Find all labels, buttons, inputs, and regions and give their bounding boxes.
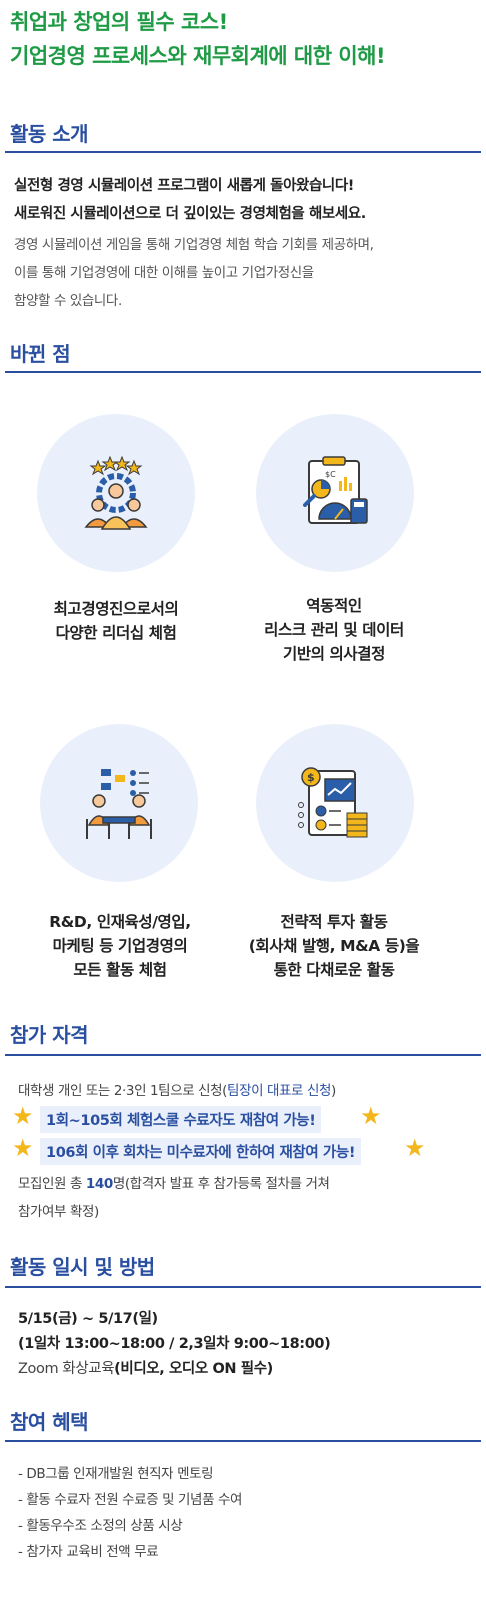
- team-leader-note: 팀장이 대표로 신청: [227, 1083, 331, 1099]
- schedule-time: (1일차 13:00~18:00 / 2,3일차 9:00~18:00): [18, 1336, 331, 1352]
- section-title-benefits: 참여 혜택: [10, 1410, 89, 1434]
- eligibility-line-1: 대학생 개인 또는 2·3인 1팀으로 신청(팀장이 대표로 신청): [18, 1083, 336, 1099]
- feature-line: 역동적인: [306, 597, 362, 615]
- section-title-changes: 바뀐 점: [10, 342, 71, 366]
- feature-line: R&D, 인재육성/영입,: [49, 913, 191, 931]
- svg-text:$: $: [307, 771, 315, 784]
- star-icon: ★: [404, 1134, 426, 1162]
- star-icon: ★: [12, 1134, 34, 1162]
- star-icon: ★: [360, 1102, 382, 1130]
- feature-circle-investment: $: [256, 724, 414, 882]
- headline-line-2: 기업경영 프로세스와 재무회계에 대한 이해!: [10, 44, 386, 68]
- feature-line: 최고경영진으로서의: [53, 600, 179, 618]
- schedule-method: Zoom 화상교육(비디오, 오디오 ON 필수): [18, 1361, 273, 1377]
- feature-line: 모든 활동 체험: [73, 961, 167, 979]
- star-icon: ★: [12, 1102, 34, 1130]
- feature-text-activities: R&D, 인재육성/영입, 마케팅 등 기업경영의 모든 활동 체험: [5, 910, 235, 982]
- benefit-item: - DB그룹 인재개발원 현직자 멘토링: [18, 1466, 214, 1482]
- feature-circle-leadership: [37, 414, 195, 572]
- eligibility-line-4: 모집인원 총 140명(합격자 발표 후 참가등록 절차를 거쳐: [18, 1176, 330, 1192]
- schedule-date: 5/15(금) ~ 5/17(일): [18, 1311, 158, 1327]
- intro-bold-2: 새로워진 시뮬레이션으로 더 깊이있는 경영체험을 해보세요.: [14, 206, 366, 222]
- leadership-team-icon: [84, 455, 148, 530]
- section-title-schedule: 활동 일시 및 방법: [10, 1255, 155, 1279]
- feature-circle-activities: [40, 724, 198, 882]
- intro-bold-1: 실전형 경영 시뮬레이션 프로그램이 새롭게 돌아왔습니다!: [14, 178, 355, 194]
- investment-report-icon: $: [298, 767, 368, 838]
- section-divider: [5, 1286, 481, 1288]
- section-divider: [5, 371, 481, 373]
- section-divider: [5, 151, 481, 153]
- feature-line: 리스크 관리 및 데이터: [264, 621, 404, 639]
- feature-text-leadership: 최고경영진으로서의 다양한 리더십 체험: [1, 597, 231, 645]
- feature-line: 다양한 리더십 체험: [55, 624, 177, 642]
- intro-body-3: 함양할 수 있습니다.: [14, 293, 122, 309]
- feature-line: 마케팅 등 기업경영의: [52, 937, 188, 955]
- feature-text-investment: 전략적 투자 활동 (회사채 발행, M&A 등)을 통한 다채로운 활동: [219, 910, 449, 982]
- section-divider: [5, 1440, 481, 1442]
- recruit-count: 140: [85, 1176, 113, 1192]
- section-title-eligibility: 참가 자격: [10, 1023, 89, 1047]
- feature-line: 전략적 투자 활동: [280, 913, 388, 931]
- data-analysis-clipboard-icon: $C: [303, 456, 368, 524]
- business-meeting-icon: [86, 769, 152, 839]
- rejoin-note-2: 106회 이후 회차는 미수료자에 한하여 재참여 가능!: [40, 1138, 362, 1165]
- svg-text:$C: $C: [325, 470, 336, 479]
- eligibility-line-5: 참가여부 확정): [18, 1204, 99, 1220]
- feature-line: 통한 다채로운 활동: [273, 961, 395, 979]
- intro-body-2: 이를 통해 기업경영에 대한 이해를 높이고 기업가정신을: [14, 265, 314, 281]
- feature-text-risk: 역동적인 리스크 관리 및 데이터 기반의 의사결정: [219, 594, 449, 666]
- rejoin-note-1: 1회~105회 체험스쿨 수료자도 재참여 가능!: [40, 1106, 322, 1133]
- feature-circle-risk: $C: [256, 414, 414, 572]
- benefit-item: - 참가자 교육비 전액 무료: [18, 1544, 159, 1560]
- feature-line: (회사채 발행, M&A 등)을: [248, 937, 420, 955]
- section-title-intro: 활동 소개: [10, 122, 89, 146]
- section-divider: [5, 1054, 481, 1056]
- intro-body-1: 경영 시뮬레이션 게임을 통해 기업경영 체험 학습 기회를 제공하며,: [14, 237, 374, 253]
- feature-line: 기반의 의사결정: [282, 645, 386, 663]
- benefit-item: - 활동 수료자 전원 수료증 및 기념품 수여: [18, 1492, 243, 1508]
- benefit-item: - 활동우수조 소정의 상품 시상: [18, 1518, 183, 1534]
- headline-line-1: 취업과 창업의 필수 코스!: [10, 10, 228, 34]
